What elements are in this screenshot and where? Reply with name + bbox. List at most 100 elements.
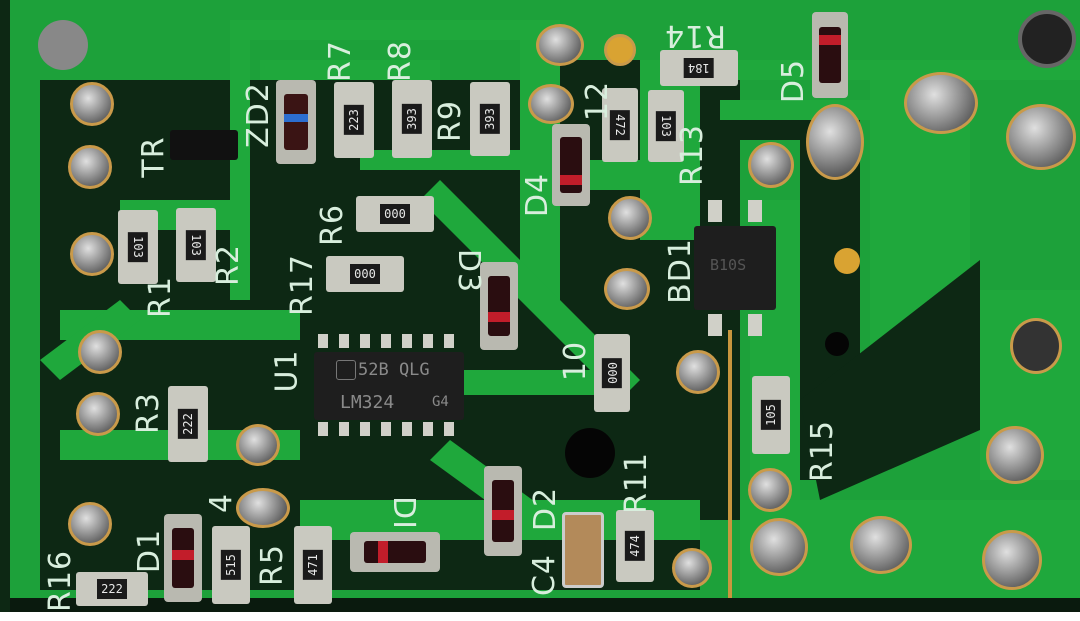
resistor-r1: 103 <box>118 210 158 284</box>
diode-d5 <box>812 12 848 98</box>
solder-pad <box>748 142 794 188</box>
label-4: 4 <box>204 492 240 514</box>
diode-d1 <box>164 514 202 602</box>
solder-pad <box>806 104 864 180</box>
resistor-code: 000 <box>380 204 410 224</box>
ic-u1-lm324: 52B QLG LM324 G4 <box>308 320 468 450</box>
label-10: 10 <box>558 340 594 382</box>
label-u1: U1 <box>269 349 305 393</box>
diode-d3 <box>480 262 518 350</box>
resistor-code: 222 <box>97 579 127 599</box>
resistor-code: 000 <box>350 264 380 284</box>
label-12: 12 <box>580 80 616 122</box>
label-zd2: ZD2 <box>240 82 276 148</box>
label-r15: R15 <box>805 419 841 483</box>
label-r13: R13 <box>675 123 711 187</box>
resistor-r8: 393 <box>392 80 432 158</box>
resistor-code: 103 <box>186 230 206 260</box>
label-r8: R8 <box>382 40 418 82</box>
solder-pad <box>70 82 114 126</box>
resistor-code: 471 <box>303 550 323 580</box>
bridge-rectifier-bd1: B10S <box>690 200 780 336</box>
label-tr: TR <box>136 136 172 178</box>
solder-pad <box>78 330 122 374</box>
resistor-r9: 393 <box>470 82 510 156</box>
resistor-r14: 184 <box>660 50 738 86</box>
solder-pad <box>236 424 280 466</box>
label-r14: R14 <box>664 18 727 53</box>
solder-pad <box>850 516 912 574</box>
via-hole <box>565 428 615 478</box>
resistor-r15: 105 <box>752 376 790 454</box>
label-d1-mirrored: DI <box>385 496 421 530</box>
label-r6: R6 <box>314 204 350 246</box>
solder-pad <box>1006 104 1076 170</box>
solder-pad <box>676 350 720 394</box>
resistor-r2: 103 <box>176 208 216 282</box>
capacitor-c4 <box>562 512 604 588</box>
resistor-code: 184 <box>684 58 714 78</box>
resistor-code: 393 <box>402 104 422 134</box>
solder-pad <box>986 426 1044 484</box>
ic-marking-line1: 52B QLG <box>358 360 430 380</box>
ic-marking-line3: G4 <box>432 394 449 410</box>
solder-pad <box>748 468 792 512</box>
resistor-r5: 471 <box>294 526 332 604</box>
solder-pad <box>750 518 808 576</box>
solder-pad <box>76 392 120 436</box>
resistor-code: 000 <box>602 358 622 388</box>
via-hole <box>825 332 849 356</box>
label-r17: R17 <box>285 253 321 317</box>
diode-d4 <box>552 124 590 206</box>
resistor-r6: 000 <box>356 196 434 232</box>
diode-d1-upper <box>350 532 440 572</box>
resistor-code: 223 <box>344 105 364 135</box>
resistor-r7: 223 <box>334 82 374 158</box>
bd1-marking: B10S <box>710 256 747 274</box>
resistor-r13: 103 <box>648 90 684 162</box>
label-r7: R7 <box>322 40 358 82</box>
resistor-r16: 222 <box>76 572 148 606</box>
label-r5: R5 <box>254 544 290 586</box>
solder-pad <box>604 34 636 66</box>
via-hole <box>834 248 860 274</box>
resistor-r3: 222 <box>168 386 208 462</box>
solder-pad <box>68 502 112 546</box>
solder-pad <box>528 84 574 124</box>
diode-zd2 <box>276 80 316 164</box>
resistor-code: 393 <box>480 104 500 134</box>
transistor-tr <box>170 130 238 160</box>
label-r16: R16 <box>43 549 79 612</box>
solder-pad <box>68 145 112 189</box>
resistor-r4: 515 <box>212 526 250 604</box>
label-r9: R9 <box>432 100 468 142</box>
solder-pad <box>904 72 978 134</box>
resistor-code: 222 <box>178 409 198 439</box>
solder-pad <box>236 488 290 528</box>
label-r2: R2 <box>210 244 246 286</box>
label-d1: D1 <box>132 528 168 574</box>
resistor-r11: 474 <box>616 510 654 582</box>
resistor-code: 103 <box>128 232 148 262</box>
solder-pad <box>982 530 1042 590</box>
resistor-code: 474 <box>625 531 645 561</box>
solder-pad <box>672 548 712 588</box>
solder-pad <box>1010 318 1062 374</box>
label-d3: D3 <box>451 248 487 294</box>
solder-pad <box>536 24 584 66</box>
label-d4: D4 <box>520 172 556 218</box>
solder-pad <box>604 268 650 310</box>
mounting-hole <box>1018 10 1076 68</box>
resistor-r17: 000 <box>326 256 404 292</box>
label-c4: C4 <box>527 553 563 597</box>
resistor-code: 103 <box>656 111 676 141</box>
diode-d2 <box>484 466 522 556</box>
ti-logo <box>336 360 356 380</box>
resistor-code: 105 <box>761 400 781 430</box>
mounting-hole <box>38 20 88 70</box>
resistor-r12: 472 <box>602 88 638 162</box>
label-r3: R3 <box>130 392 166 434</box>
resistor-code: 515 <box>221 550 241 580</box>
resistor-r10: 000 <box>594 334 630 412</box>
